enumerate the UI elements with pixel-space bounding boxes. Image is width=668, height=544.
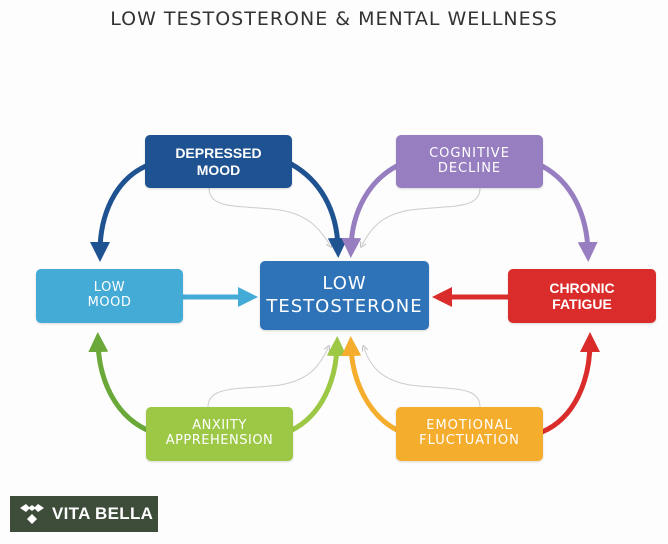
node-label-line2: APPREHENSION (165, 433, 274, 448)
arrow-anxiety-to-testosterone (290, 336, 347, 433)
arrow-depressed-to-low-mood (90, 163, 148, 262)
arrow-depressed-to-testosterone (289, 161, 348, 258)
node-label-line1: LOW (93, 280, 126, 296)
node-label-line1: COGNITIVE (429, 145, 510, 161)
gray-connector-anxiety (207, 348, 328, 408)
gray-connector-cognitive (362, 187, 481, 245)
arrow-anxiety-to-low-mood (88, 332, 149, 433)
node-label-line2: TESTOSTERONE (266, 295, 423, 317)
node-label-line1: ANXIITY (192, 418, 247, 434)
node-label-line2: DECLINE (437, 160, 502, 176)
node-label-line2: FATIGUE (552, 296, 612, 312)
node-label-line1: LOW (322, 273, 367, 294)
node-label-line2: MOOD (87, 295, 132, 310)
node-label-line1: DEPRESSED (175, 145, 262, 162)
arrow-emotional-to-testosterone (341, 336, 399, 433)
vita-bella-diamond-icon (20, 504, 44, 524)
node-label-line2: FLUCTUATION (419, 433, 520, 448)
vita-bella-logo[interactable]: VITA BELLA (10, 496, 158, 532)
arrow-emotional-to-fatigue (540, 332, 600, 435)
diagram-title: LOW TESTOSTERONE & MENTAL WELLNESS (110, 8, 558, 30)
node-label-line2: MOOD (196, 161, 241, 178)
logo-text: VITA BELLA (52, 504, 154, 523)
gray-connector-emotional (364, 348, 481, 408)
gray-connector-depressed (208, 187, 330, 245)
arrow-cognitive-to-testosterone (341, 163, 399, 258)
node-label-line1: CHRONIC (549, 279, 615, 296)
node-label-line1: EMOTIONAL (426, 418, 513, 434)
arrow-cognitive-to-fatigue (540, 163, 598, 262)
